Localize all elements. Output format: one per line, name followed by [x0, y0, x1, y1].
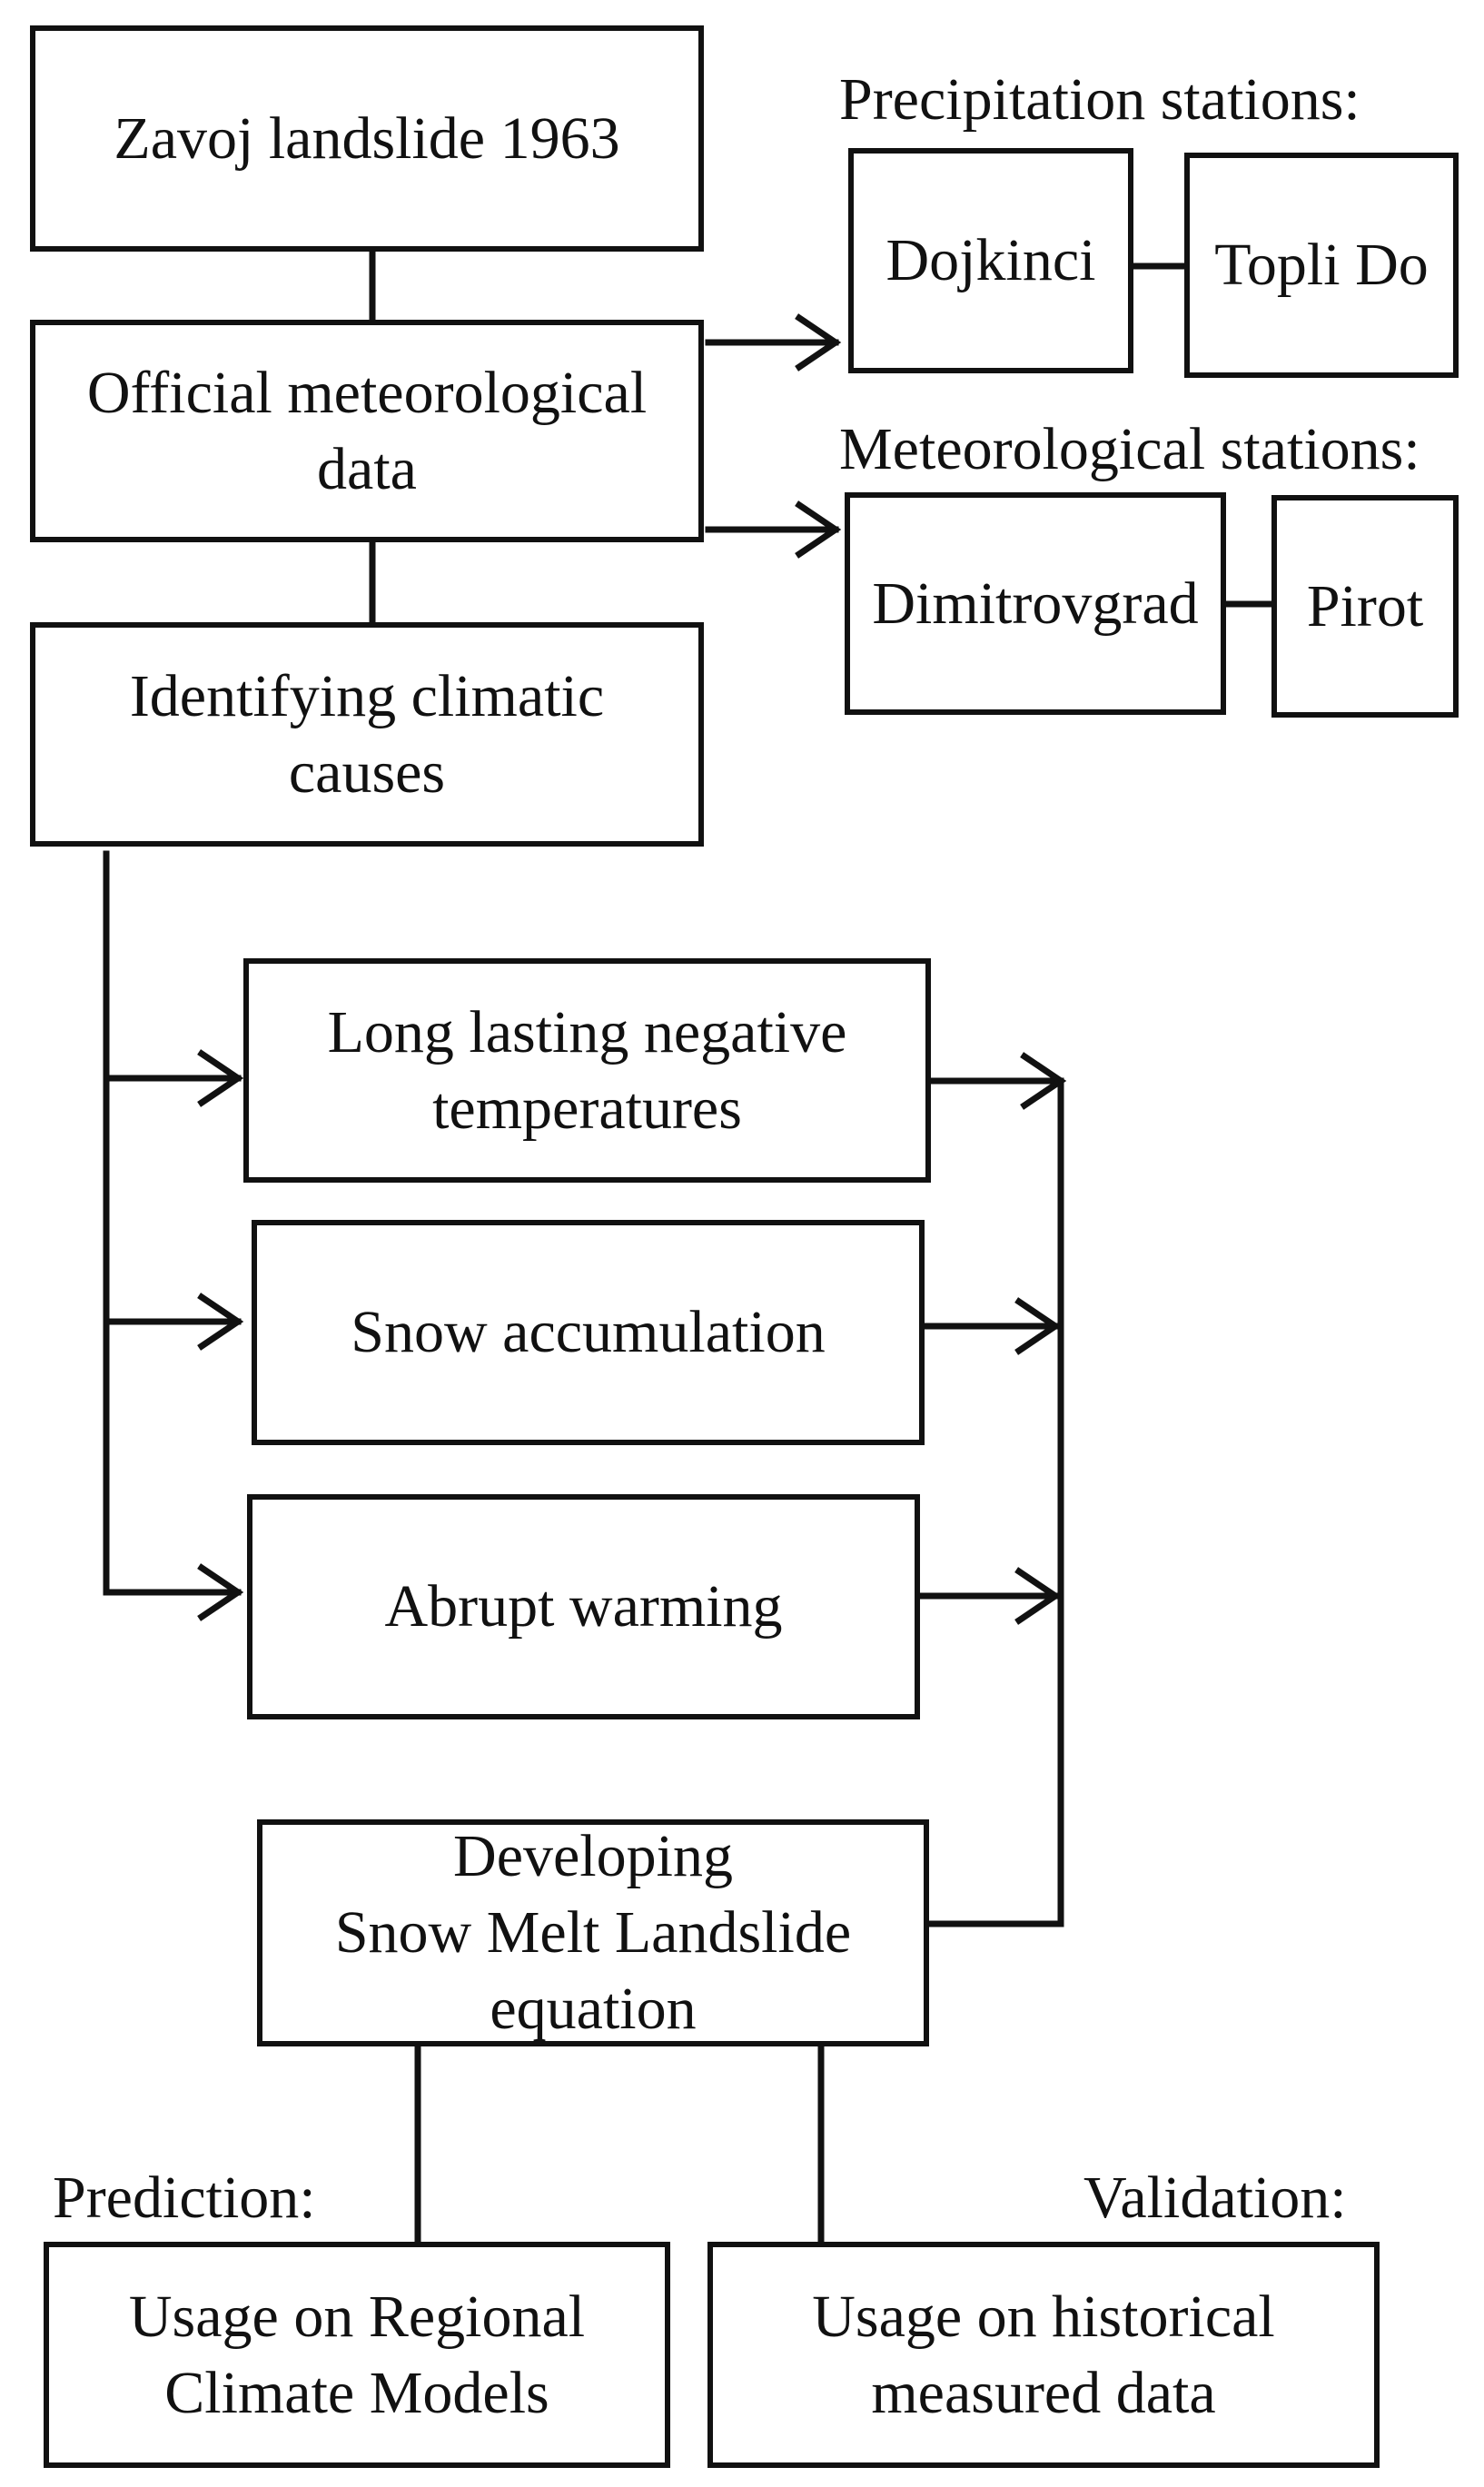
zavoj-landslide-box: Zavoj landslide 1963 — [30, 25, 704, 252]
box-label-line: Dimitrovgrad — [872, 570, 1199, 637]
box-label-line: causes — [288, 738, 446, 806]
topli-do-station-box: Topli Do — [1184, 153, 1459, 378]
box-label-line: Developing — [453, 1823, 733, 1889]
dojkinci-station-box: Dojkinci — [848, 148, 1133, 373]
box-label-line: Zavoj landslide 1963 — [114, 104, 620, 172]
identifying-climatic-causes-box: Identifying climatic causes — [30, 622, 704, 847]
arrow-head — [795, 500, 842, 559]
meteorological-stations-caption: Meteorological stations: — [839, 416, 1420, 482]
box-label-line: Pirot — [1306, 572, 1424, 639]
box-label-line: Topli Do — [1214, 232, 1429, 298]
arrow-head — [197, 1563, 244, 1621]
box-label-line: Official meteorological — [86, 359, 648, 426]
box-label-line: Usage on historical — [812, 2283, 1275, 2350]
box-label-line: temperatures — [432, 1075, 742, 1142]
box-label-line: equation — [490, 1976, 697, 2042]
box-label-line: Abrupt warming — [384, 1573, 783, 1640]
box-label-line: Identifying climatic — [129, 662, 605, 729]
usage-on-historical-measured-data-box: Usage on historical measured data — [707, 2242, 1380, 2468]
box-label-line: Dojkinci — [885, 227, 1096, 293]
arrow-head — [1014, 1297, 1062, 1355]
abrupt-warming-box: Abrupt warming — [247, 1494, 920, 1719]
validation-caption: Validation: — [1083, 2165, 1347, 2231]
arrow-head — [197, 1049, 244, 1107]
box-label-line: Long lasting negative — [327, 998, 847, 1065]
precipitation-stations-caption: Precipitation stations: — [839, 66, 1360, 133]
box-label-line: data — [317, 435, 417, 502]
box-label-line: Climate Models — [164, 2359, 549, 2426]
arrow-head — [197, 1293, 244, 1351]
box-label-line: Snow Melt Landslide — [334, 1899, 852, 1966]
box-label-line: measured data — [871, 2359, 1216, 2426]
pirot-station-box: Pirot — [1271, 495, 1459, 718]
arrow-head — [1014, 1567, 1062, 1625]
arrow-head — [795, 313, 842, 372]
prediction-caption: Prediction: — [53, 2165, 316, 2231]
official-meteorological-data-box: Official meteorological data — [30, 320, 704, 542]
dimitrovgrad-station-box: Dimitrovgrad — [845, 492, 1226, 715]
box-label-line: Usage on Regional — [128, 2283, 586, 2350]
box-label-line: Snow accumulation — [351, 1299, 826, 1365]
long-lasting-negative-temperatures-box: Long lasting negative temperatures — [243, 958, 931, 1183]
snow-accumulation-box: Snow accumulation — [252, 1220, 925, 1445]
